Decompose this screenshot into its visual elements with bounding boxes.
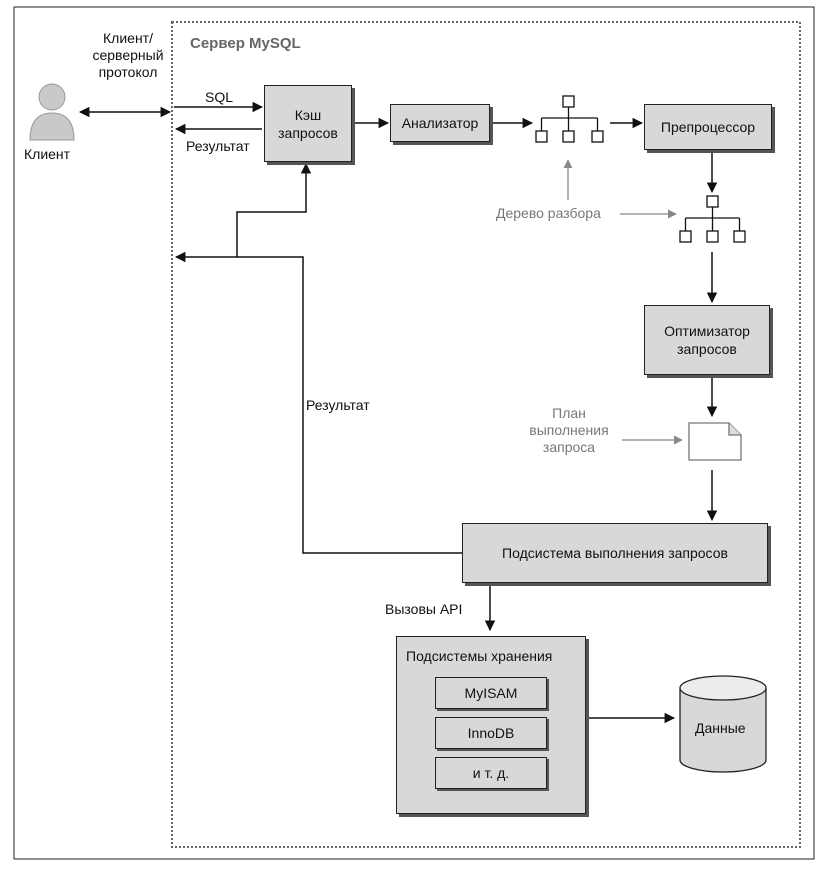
database-cylinder-icon [679, 675, 767, 773]
optimizer-box: Оптимизатор запросов [644, 305, 770, 375]
storage-engines-box: Подсистемы хранения MyISAM InnoDB и т. д… [396, 636, 586, 814]
result-cache-line [236, 162, 312, 257]
client-avatar-icon [29, 83, 75, 141]
engine-innodb: InnoDB [435, 717, 547, 749]
parse-tree-label: Дерево разбора [496, 205, 601, 221]
server-boundary [171, 21, 801, 848]
parse-tree-icon [535, 95, 604, 143]
engine-etc: и т. д. [435, 757, 547, 789]
outer-frame [13, 6, 815, 860]
analyzer-box: Анализатор [390, 104, 490, 142]
result-return-line [174, 251, 462, 554]
query-executor-box: Подсистема выполнения запросов [462, 523, 768, 583]
document-icon [688, 422, 742, 461]
api-calls-label: Вызовы API [385, 601, 463, 617]
query-cache-box: Кэш запросов [264, 85, 352, 162]
result-label-top: Результат [186, 138, 250, 154]
data-label: Данные [695, 720, 746, 736]
client-label: Клиент [24, 146, 71, 162]
server-title: Сервер MySQL [190, 35, 301, 52]
parse-tree-icon [679, 195, 746, 243]
result-label-left: Результат [306, 397, 370, 413]
exec-plan-label: План выполнения запроса [529, 405, 609, 455]
engine-myisam: MyISAM [435, 677, 547, 709]
preprocessor-box: Препроцессор [644, 104, 772, 150]
storage-engines-title: Подсистемы хранения [406, 648, 553, 664]
sql-label: SQL [205, 89, 234, 105]
protocol-label: Клиент/ серверный протокол [92, 30, 164, 80]
